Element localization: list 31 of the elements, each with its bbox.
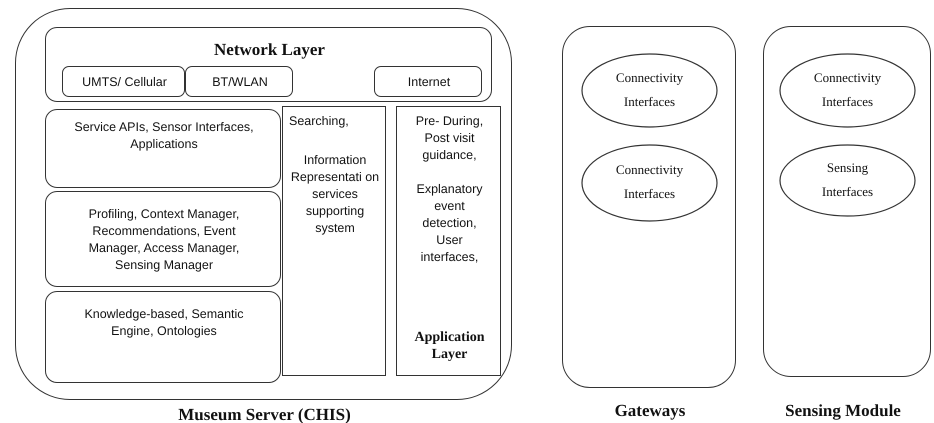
- layer-title: Application Layer: [413, 329, 486, 363]
- interface-label: Connectivity Interfaces: [614, 69, 684, 111]
- interface-ellipse: [779, 144, 916, 217]
- container-title: Sensing Module: [784, 401, 902, 420]
- interface-ellipse: [779, 53, 916, 128]
- network-label: BT/WLAN: [211, 74, 269, 91]
- interface-ellipse: [581, 144, 718, 222]
- interface-ellipse: [581, 53, 718, 128]
- service-label: Knowledge-based, Semantic Engine, Ontologies: [83, 306, 245, 340]
- network-label: Internet: [406, 74, 452, 91]
- service-box: [45, 191, 281, 287]
- interface-label: Connectivity Interfaces: [812, 69, 882, 111]
- service-label: Service APIs, Sensor Interfaces, Applications: [73, 119, 255, 153]
- layer-title: Network Layer: [213, 40, 326, 59]
- network-box: [62, 66, 185, 97]
- container-title: Gateways: [614, 401, 686, 420]
- network-layer-panel: [45, 27, 492, 102]
- interface-label: Sensing Interfaces: [820, 159, 874, 201]
- column-text: Pre- During, Post visit guidance,: [414, 113, 484, 164]
- network-label: UMTS/ Cellular: [81, 74, 168, 91]
- column-text: Searching,: [289, 113, 350, 130]
- service-box: [45, 291, 281, 383]
- application-column: [396, 106, 501, 376]
- service-box: [45, 109, 281, 188]
- column-text: Information Representati on services supporting system: [290, 152, 380, 237]
- column-text: Explanatory event detection, User interfaces,: [415, 181, 484, 266]
- service-column: [282, 106, 386, 376]
- network-box: [185, 66, 293, 97]
- interface-label: Connectivity Interfaces: [614, 161, 684, 203]
- service-label: Profiling, Context Manager, Recommendations, Event Manager, Access Manager, Sensing Manager: [88, 206, 240, 274]
- network-box: [374, 66, 482, 97]
